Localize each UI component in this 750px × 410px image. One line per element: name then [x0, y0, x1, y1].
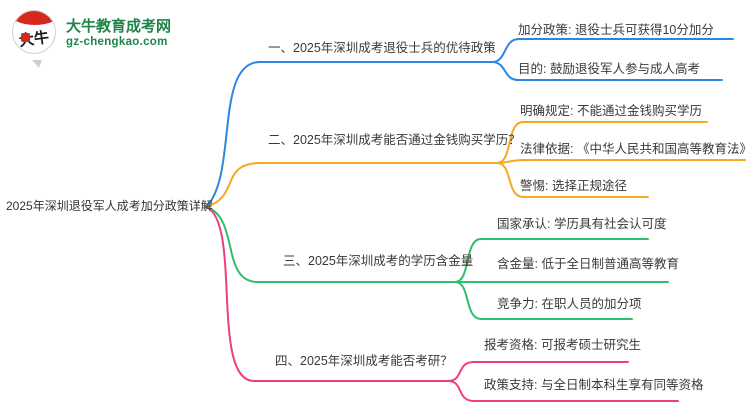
branch-1-child-1: 加分政策: 退役士兵可获得10分加分	[518, 23, 714, 37]
logo-bubble-tail	[32, 60, 42, 68]
branch-3-child-1: 国家承认: 学历具有社会认可度	[497, 217, 667, 231]
branch-4-label: 四、2025年深圳成考能否考研？	[275, 354, 453, 368]
branch-4-child-1: 报考资格: 可报考硕士研究生	[484, 338, 641, 352]
branch-3-child-2: 含金量: 低于全日制普通高等教育	[497, 257, 679, 271]
branch-3-child-3-connector	[454, 281, 633, 320]
branch-2-child-2-connector	[496, 159, 746, 164]
branch-2-connector	[205, 162, 498, 208]
branch-4-connector	[205, 206, 449, 382]
branch-1-child-1-connector	[491, 38, 734, 63]
central-topic: 2025年深圳退役军人成考加分政策详解	[6, 199, 213, 213]
logo-bubble-icon: 大牛	[12, 10, 56, 54]
branch-3-child-3: 竞争力: 在职人员的加分项	[497, 297, 642, 311]
site-name: 大牛教育成考网	[66, 18, 172, 35]
branch-2-label: 二、2025年深圳成考能否通过金钱购买学历？	[268, 133, 521, 147]
branch-2-child-3-connector	[496, 162, 649, 198]
branch-2-child-3: 警惕: 选择正规途径	[520, 179, 627, 193]
branch-4-child-2: 政策支持: 与全日制本科生享有同等资格	[484, 378, 704, 392]
branch-1-connector	[205, 61, 493, 208]
branch-4-child-1-connector	[447, 361, 629, 382]
branch-3-label: 三、2025年深圳成考的学历含金量	[283, 254, 474, 268]
branch-3-child-1-connector	[454, 238, 649, 283]
branch-2-child-2: 法律依据: 《中华人民共和国高等教育法》	[520, 142, 750, 156]
branch-1-label: 一、2025年深圳成考退役士兵的优待政策	[268, 41, 496, 55]
branch-1-child-2-connector	[491, 61, 723, 81]
branch-1-child-2: 目的: 鼓励退役军人参与成人高考	[518, 62, 700, 76]
logo-red-cap	[13, 11, 55, 25]
branch-4-child-2-connector	[447, 380, 679, 402]
logo-seal-icon	[21, 33, 30, 42]
branch-3-connector	[205, 206, 456, 283]
site-url: gz-chengkao.com	[66, 36, 168, 48]
branch-2-child-1-connector	[496, 121, 708, 164]
branch-2-child-1: 明确规定: 不能通过金钱购买学历	[520, 104, 702, 118]
site-logo: 大牛 大牛教育成考网 gz-chengkao.com	[12, 10, 171, 68]
brand-block: 大牛教育成考网 gz-chengkao.com	[66, 10, 171, 49]
